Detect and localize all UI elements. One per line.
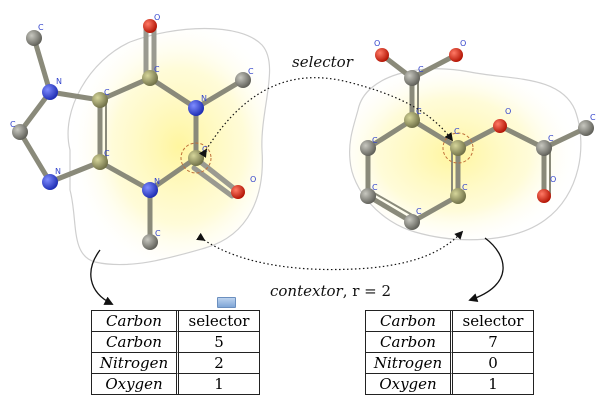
- contextor-annotation: contextor, r = 2: [270, 282, 391, 300]
- contextor-connector: [196, 230, 464, 271]
- table-row: Carbon 5: [92, 332, 259, 353]
- carbon-atom: [26, 30, 42, 46]
- oxygen-atom: [493, 119, 507, 133]
- atom-label: C: [590, 113, 596, 122]
- atom-label: O: [250, 175, 256, 184]
- atom-label: C: [372, 136, 378, 145]
- nitrogen-atom: [42, 174, 58, 190]
- carbon-atom: [404, 70, 420, 86]
- atom-label: C: [416, 207, 422, 216]
- left-molecule-atoms: [12, 19, 251, 250]
- atom-label: O: [374, 39, 380, 48]
- atom-label: O: [550, 175, 556, 184]
- carbon-atom: [578, 120, 594, 136]
- carbon-atom: [235, 72, 251, 88]
- table-cell-value: 2: [179, 353, 259, 374]
- atom-label: N: [154, 177, 160, 186]
- carbon-atom: [92, 154, 108, 170]
- atom-label: C: [104, 149, 110, 158]
- atom-label: C: [372, 183, 378, 192]
- atom-label: O: [154, 13, 160, 22]
- nitrogen-atom: [188, 100, 204, 116]
- selector-annotation: selector: [292, 53, 354, 71]
- carbon-atom: [142, 70, 158, 86]
- atom-label: C: [155, 229, 161, 238]
- table-row: Nitrogen 2: [92, 353, 259, 374]
- nitrogen-atom: [42, 84, 58, 100]
- carbon-atom: [360, 188, 376, 204]
- table-row: Nitrogen 0: [366, 353, 533, 374]
- oxygen-atom: [537, 189, 551, 203]
- atom-label: C: [462, 183, 468, 192]
- atom-label: C: [454, 127, 460, 136]
- carbon-atom: [404, 112, 420, 128]
- atom-label: C: [548, 134, 554, 143]
- atom-label: C: [104, 88, 110, 97]
- right-context-region: [349, 68, 582, 241]
- right-count-table: Carbon selector Carbon 7 Nitrogen 0 Oxyg…: [365, 310, 534, 395]
- atom-label: C: [10, 120, 16, 129]
- atom-label: C: [202, 145, 208, 154]
- table-header-row: Carbon selector: [92, 311, 259, 332]
- atom-label: N: [201, 94, 207, 103]
- carbon-atom: [450, 188, 466, 204]
- table-row: Oxygen 1: [366, 374, 533, 394]
- selector-connector: [198, 77, 453, 158]
- left-molecule-bonds: [17, 25, 246, 245]
- atom-label: C: [38, 23, 44, 32]
- carbon-atom: [404, 214, 420, 230]
- carbon-atom: [142, 234, 158, 250]
- table-cell-label: Carbon: [92, 332, 179, 353]
- table-row: Carbon 7: [366, 332, 533, 353]
- table-header-cell: selector: [453, 311, 533, 332]
- atom-label: O: [505, 107, 511, 116]
- carbon-atom: [92, 92, 108, 108]
- contextor-radius: , r = 2: [343, 282, 391, 300]
- table-cell-label: Oxygen: [366, 374, 453, 394]
- carbon-atom: [536, 140, 552, 156]
- atom-label: C: [418, 65, 424, 74]
- atom-label: O: [460, 39, 466, 48]
- nitrogen-atom: [142, 182, 158, 198]
- table-cell-label: Nitrogen: [92, 353, 179, 374]
- table-cell-value: 1: [214, 375, 224, 393]
- atom-label: N: [55, 167, 61, 176]
- left-count-table: Carbon selector Carbon 5 Nitrogen 2 Oxyg…: [91, 310, 260, 395]
- right-table-arrow: [468, 237, 504, 303]
- table-cell-label: Nitrogen: [366, 353, 453, 374]
- left-table-arrow: [90, 249, 114, 305]
- atom-label: N: [56, 77, 62, 86]
- contextor-word: contextor: [270, 282, 344, 300]
- selector-carbon-atom: [450, 140, 466, 156]
- image-icon[interactable]: [217, 297, 236, 308]
- atom-label: C: [416, 107, 422, 116]
- atom-label: C: [154, 65, 160, 74]
- atom-label: C: [248, 67, 254, 76]
- carbon-atom: [12, 124, 28, 140]
- table-header-cell: Carbon: [366, 311, 453, 332]
- table-header-cell: selector: [179, 311, 259, 332]
- table-header-cell: Carbon: [92, 311, 179, 332]
- oxygen-atom: [375, 48, 389, 62]
- table-cell-value: 1: [488, 375, 498, 393]
- table-cell-value: 0: [453, 353, 533, 374]
- table-cell-label: Oxygen: [92, 374, 179, 394]
- table-row: Oxygen 1: [92, 374, 259, 394]
- oxygen-atom: [143, 19, 157, 33]
- table-header-row: Carbon selector: [366, 311, 533, 332]
- oxygen-atom: [449, 48, 463, 62]
- table-cell-value: 5: [179, 332, 259, 353]
- selector-ring: [180, 142, 212, 174]
- table-cell-value: 7: [453, 332, 533, 353]
- oxygen-atom: [231, 185, 245, 199]
- table-cell-label: Carbon: [366, 332, 453, 353]
